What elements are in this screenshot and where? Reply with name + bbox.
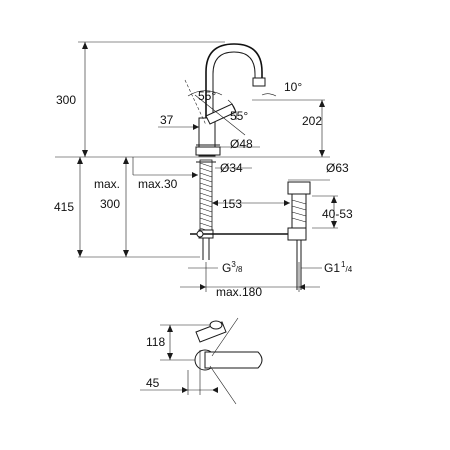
dim-dia34: Ø34 [220, 161, 243, 175]
dim-g38: G3/8 [222, 260, 243, 275]
dim-dia48: Ø48 [230, 137, 253, 151]
dim-300-top: 300 [56, 93, 76, 107]
dim-10: 10° [284, 80, 302, 94]
dim-118: 118 [146, 335, 165, 349]
elevation-view: 300 415 max. 300 max.30 37 55° 55° 10° 2… [54, 41, 353, 299]
dim-300-bottom: 300 [100, 197, 120, 211]
dim-dia63: Ø63 [326, 161, 349, 175]
dim-45: 45 [146, 376, 160, 390]
dim-37: 37 [160, 113, 174, 127]
spout [205, 43, 263, 125]
dim-55-b: 55° [230, 109, 248, 123]
dim-415: 415 [54, 200, 74, 214]
plan-spout [204, 351, 263, 369]
dim-202: 202 [302, 114, 322, 128]
dim-max: max. [94, 177, 120, 191]
dim-max180: max.180 [216, 285, 262, 299]
dim-40-53: 40-53 [322, 207, 353, 221]
dim-55-a: 55° [198, 89, 216, 103]
dim-max30: max.30 [138, 177, 178, 191]
plan-view: 118 45 [140, 317, 263, 405]
dim-153: 153 [222, 197, 242, 211]
drain-body [287, 181, 311, 195]
dim-g114: G11/4 [324, 260, 353, 275]
